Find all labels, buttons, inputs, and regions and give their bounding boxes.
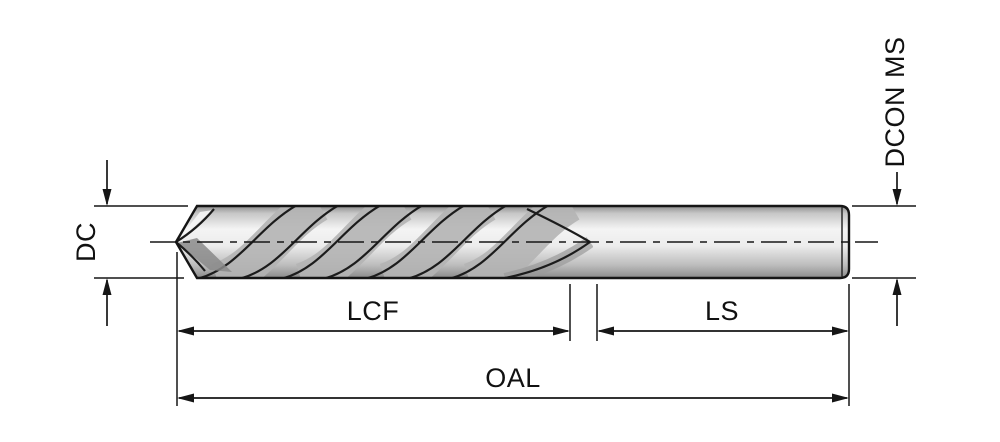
drill-outline <box>174 204 851 280</box>
drill-point <box>175 208 232 272</box>
label-dc: DC <box>71 222 101 262</box>
ls-arrow-left-icon <box>597 326 614 336</box>
label-lcf: LCF <box>347 296 400 326</box>
label-oal: OAL <box>485 363 541 393</box>
dimension-dc: DC <box>71 160 188 326</box>
lcf-arrow-left-icon <box>177 326 194 336</box>
dimension-lcf: LCF <box>176 252 571 406</box>
drill <box>150 204 878 280</box>
label-dcon-ms: DCON MS <box>880 37 910 168</box>
lcf-arrow-right-icon <box>553 326 570 336</box>
dimension-ls: LS <box>596 284 849 341</box>
oal-arrow-left-icon <box>177 393 194 403</box>
oal-arrow-right-icon <box>832 393 849 403</box>
dimension-dcon-ms: DCON MS <box>852 37 916 326</box>
dc-arrow-up-icon <box>102 278 112 295</box>
ls-arrow-right-icon <box>832 326 849 336</box>
dc-arrow-down-icon <box>102 189 112 206</box>
dcon-arrow-up-icon <box>892 278 902 295</box>
flute-shading <box>198 206 593 278</box>
dcon-arrow-down-icon <box>892 189 902 206</box>
label-ls: LS <box>705 296 739 326</box>
dimension-oal: OAL <box>177 284 850 406</box>
